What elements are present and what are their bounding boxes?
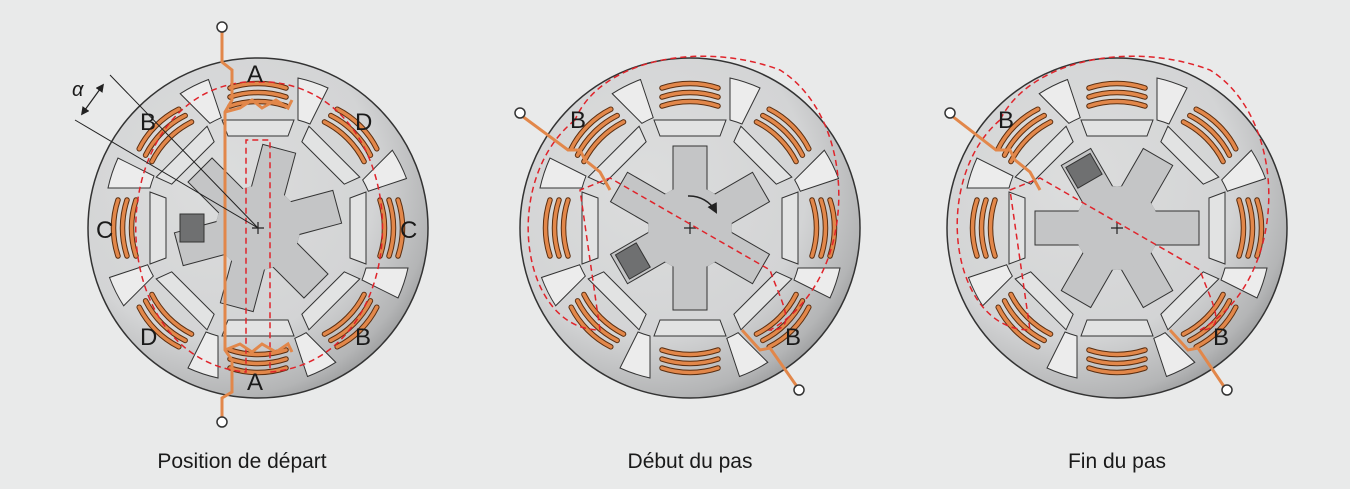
terminal-upper: [944, 107, 956, 119]
coil-icon: [1180, 291, 1239, 350]
coil-icon: [1180, 106, 1239, 165]
coil-icon: [321, 291, 380, 350]
stator-pole: [221, 77, 329, 137]
caption-step-start: Début du pas: [628, 450, 753, 473]
coil-icon: [1086, 347, 1148, 376]
stator-pole: [781, 191, 841, 299]
pole-label-top-left: B: [140, 109, 156, 136]
pole-label-top-left: B: [998, 107, 1014, 134]
terminal-top: [216, 21, 228, 33]
stator-pole: [301, 106, 408, 192]
stator-pole: [187, 319, 295, 379]
pole-label-top: A: [247, 61, 263, 88]
flux-path: [956, 55, 1270, 331]
stator-pole: [726, 271, 812, 378]
rotor-marker: [1065, 152, 1103, 189]
pole-label-left: C: [96, 217, 113, 244]
stator-pole: [733, 106, 840, 192]
stator-pole: [1153, 271, 1239, 378]
coil-icon: [809, 197, 838, 259]
rotor-marker: [614, 242, 651, 280]
coil-icon: [110, 197, 139, 259]
stator-pole: [539, 157, 599, 265]
pole-label-top-right: D: [355, 109, 372, 136]
coil-icon: [659, 80, 721, 109]
coil-icon: [136, 291, 195, 350]
pole-label-top-left: B: [570, 107, 586, 134]
stator-pole: [294, 271, 380, 378]
terminal-upper: [514, 107, 526, 119]
phase-b-wire: [951, 114, 1227, 389]
rotation-arrow: [687, 195, 717, 214]
caption-step-end: Fin du pas: [1068, 450, 1166, 473]
stator-pole: [619, 319, 727, 379]
stator-pole: [653, 77, 761, 137]
coil-icon: [568, 291, 627, 350]
stator-pole: [108, 264, 215, 350]
caption-start-position: Position de départ: [157, 450, 326, 473]
angle-annotation: α: [72, 74, 259, 229]
coil-icon: [969, 197, 998, 259]
coil-icon: [1086, 80, 1148, 109]
flux-path: [135, 81, 384, 373]
coil-icon: [227, 347, 289, 376]
stator-pole: [107, 157, 167, 265]
coil-icon: [659, 347, 721, 376]
coil-icon: [753, 106, 812, 165]
pole-label-bottom-right: B: [1213, 324, 1229, 351]
stator-pole: [995, 78, 1081, 185]
pole-label-bottom-left: D: [140, 324, 157, 351]
terminal-lower: [1221, 384, 1233, 396]
stator-pole: [540, 264, 647, 350]
diagram-step-end: B B Fin du pas: [944, 55, 1288, 473]
stator-pole: [1160, 106, 1267, 192]
coil-icon: [1236, 197, 1265, 259]
stator-pole: [966, 157, 1026, 265]
pole-label-right: C: [400, 217, 417, 244]
phase-b-wire: [521, 114, 800, 389]
stator-pole: [1080, 77, 1188, 137]
coil-icon: [227, 80, 289, 109]
center-cross-icon: [1111, 222, 1123, 234]
center-cross-icon: [684, 222, 696, 234]
terminal-lower: [793, 384, 805, 396]
alpha-label: α: [72, 79, 84, 101]
coil-icon: [542, 197, 571, 259]
rotor: [1034, 147, 1200, 309]
phase-a-wire: [220, 30, 294, 420]
rotor-marker: [179, 213, 205, 243]
diagram-start-position: α A B D C C D B A Position de départ: [72, 21, 429, 473]
pole-label-bottom-right: B: [785, 324, 801, 351]
stator-pole: [1046, 319, 1154, 379]
pole-label-bottom-right: B: [355, 324, 371, 351]
stator-pole: [1208, 191, 1268, 299]
diagram-step-start: B B Début du pas: [514, 55, 861, 473]
coil-icon: [321, 106, 380, 165]
pole-label-bottom: A: [247, 369, 263, 396]
stator-pole: [349, 191, 409, 299]
stator-pole: [568, 78, 654, 185]
terminal-bottom: [216, 416, 228, 428]
